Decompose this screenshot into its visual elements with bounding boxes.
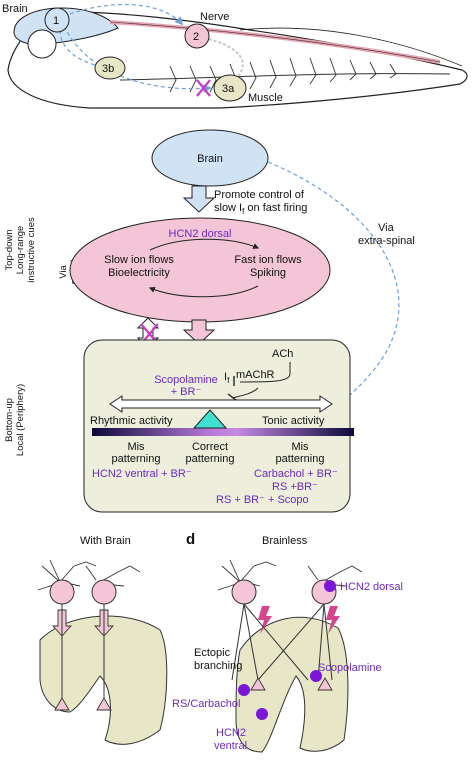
scopolamine-mid-1: Scopolamine (154, 374, 218, 386)
brain-label-top: Brain (2, 3, 28, 15)
balance-triangle (192, 409, 228, 429)
cycle-arrow-top (149, 238, 260, 251)
hcn2-ventral-dot (256, 708, 268, 720)
rs-carbachol-label: RS/Carbachol (172, 698, 240, 710)
mis-right-1: Mis (291, 441, 309, 453)
activity-double-arrow (109, 395, 333, 413)
nmj-left-2 (96, 697, 112, 711)
if-label: If (224, 371, 230, 385)
ach-label: ACh (272, 348, 293, 360)
extra-spinal-arrow (267, 161, 400, 406)
neuron-panel: With Brain d Brainless (37, 531, 403, 753)
promote-text-1: Promote control of (214, 189, 305, 201)
eye-icon (27, 29, 57, 59)
ach-line (239, 362, 291, 383)
rs-br: RS +BR⁻ (272, 481, 318, 493)
tadpole-panel: Brain (2, 3, 468, 109)
tadpole-fin (239, 27, 463, 67)
tonic-label: Tonic activity (262, 415, 325, 427)
svg-text:Bottom-up: Bottom-up (4, 398, 15, 442)
node-3b-label: 3b (102, 63, 114, 75)
node-1-label: 1 (53, 15, 59, 27)
via-extra-label-1: Via (378, 222, 395, 234)
brain-oval (151, 129, 269, 187)
svg-text:Long-range: Long-range (15, 226, 26, 275)
carbachol-br: Carbachol + BR⁻ (254, 468, 338, 480)
neuron-soma-left-2 (91, 579, 117, 605)
brain-label-mid: Brain (197, 153, 223, 165)
hcn2-dorsal-bottom: HCN2 dorsal (340, 581, 403, 593)
node-1: 1 (44, 7, 70, 33)
node-2-label: 2 (193, 31, 199, 43)
correct-2: patterning (186, 453, 235, 465)
rs-br-scopo: RS + BR⁻ + Scopo (216, 494, 309, 506)
nerve-label: Nerve (200, 11, 229, 23)
lightning-icon-1 (258, 606, 272, 634)
scopolamine-bottom: Scopolamine (318, 662, 382, 674)
node-3a-label: 3a (222, 83, 235, 95)
inhibit-curve (231, 387, 259, 399)
muscle-shape-right (235, 616, 349, 753)
panel-letter-d: d (186, 531, 195, 548)
muscle-label: Muscle (248, 92, 283, 104)
mis-left-1: Mis (127, 441, 145, 453)
hcn2-ventral-br: HCN2 ventral + BR⁻ (92, 468, 192, 480)
fast-ion-2: Spiking (250, 267, 286, 279)
lightning-icon-2 (326, 606, 340, 634)
rhythmic-label: Rhythmic activity (90, 415, 173, 427)
inhibit-bar (227, 393, 237, 401)
down-arrow-spinal (182, 319, 216, 345)
machr-label: mAChR (236, 369, 275, 381)
slow-ion-2: Bioelectricity (108, 267, 170, 279)
muscle-shape-left (39, 615, 168, 745)
hcn2-dorsal-dot (324, 580, 336, 592)
mis-right-2: patterning (276, 453, 325, 465)
scopolamine-mid-2: + BR⁻ (171, 386, 202, 398)
svg-text:Top-down: Top-down (4, 229, 15, 270)
nmj-left-1 (54, 697, 70, 711)
svg-text:Via: Via (58, 265, 69, 279)
via-extra-label-2: extra-spinal (358, 235, 415, 247)
cross-icon-top (196, 79, 211, 97)
node-3b: 3b (94, 56, 126, 80)
hcn2-dorsal-mid: HCN2 dorsal (169, 228, 232, 240)
cycle-arrow-bottom (148, 285, 259, 298)
neuron-soma-left-1 (49, 579, 75, 605)
hcn2-ventral-2: ventral (214, 740, 247, 752)
rs-carbachol-dot (238, 684, 250, 696)
top-down-label: Top-down Long-range instructive cues (4, 217, 37, 283)
promote-text-2: slow If on fast firing (214, 202, 307, 216)
fast-ion-1: Fast ion flows (234, 254, 302, 266)
down-arrow-brain (182, 185, 216, 213)
with-brain-label: With Brain (80, 535, 131, 547)
neuron-soma-right-1 (231, 579, 257, 605)
svg-text:instructive cues: instructive cues (26, 217, 37, 283)
ectopic-label-1: Ectopic (194, 647, 231, 659)
nmj-right-1 (250, 677, 266, 691)
node-3a: 3a (213, 74, 247, 102)
slow-ion-1: Slow ion flows (104, 254, 174, 266)
tadpole-body (7, 11, 468, 109)
mechanism-panel: Top-down Long-range instructive cues Bot… (4, 129, 415, 513)
activity-gradient-bar (92, 428, 354, 436)
mis-left-2: patterning (112, 453, 161, 465)
ectopic-axons (231, 603, 333, 681)
hcn2-ventral-1: HCN2 (216, 727, 246, 739)
muscle-chevrons (169, 57, 397, 93)
correct-1: Correct (192, 441, 228, 453)
muscle-line (119, 73, 451, 81)
ectopic-label-2: branching (194, 660, 242, 672)
scopolamine-dot (310, 670, 322, 682)
dashed-arrow-1-2 (69, 3, 184, 26)
nmj-right-2 (317, 677, 333, 691)
bottom-up-label: Bottom-up Local (Periphery) (4, 384, 26, 456)
dashed-arrow-1-3a (63, 25, 212, 93)
svg-text:Local (Periphery): Local (Periphery) (15, 384, 26, 456)
node-2: 2 (184, 23, 210, 49)
brainless-label: Brainless (262, 535, 308, 547)
